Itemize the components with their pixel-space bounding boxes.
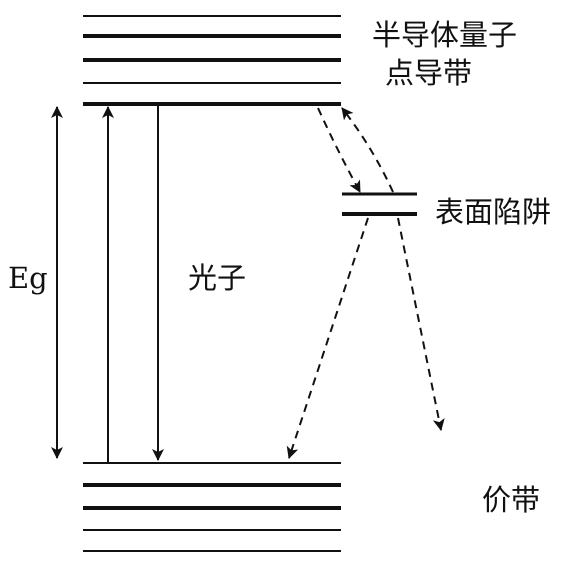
conduction-band-label-line2: 点导带 [385,56,472,90]
eg-label: Eg [8,261,48,295]
trap-to-valence-arrow [286,217,369,459]
conduction-band-levels [83,15,341,106]
conduction-band-label-line1: 半导体量子 [372,18,517,52]
valence-band-levels [83,462,341,552]
capture-to-trap-arrow [317,107,361,193]
surface-trap-label: 表面陷阱 [435,195,551,229]
surface-trap-levels [342,192,417,216]
valence-band-label: 价带 [482,483,540,517]
trap-nonradiative-arrow [397,217,445,431]
trap-transitions [286,107,445,459]
photon-label: 光子 [188,261,246,295]
release-from-trap-arrow [341,107,394,193]
